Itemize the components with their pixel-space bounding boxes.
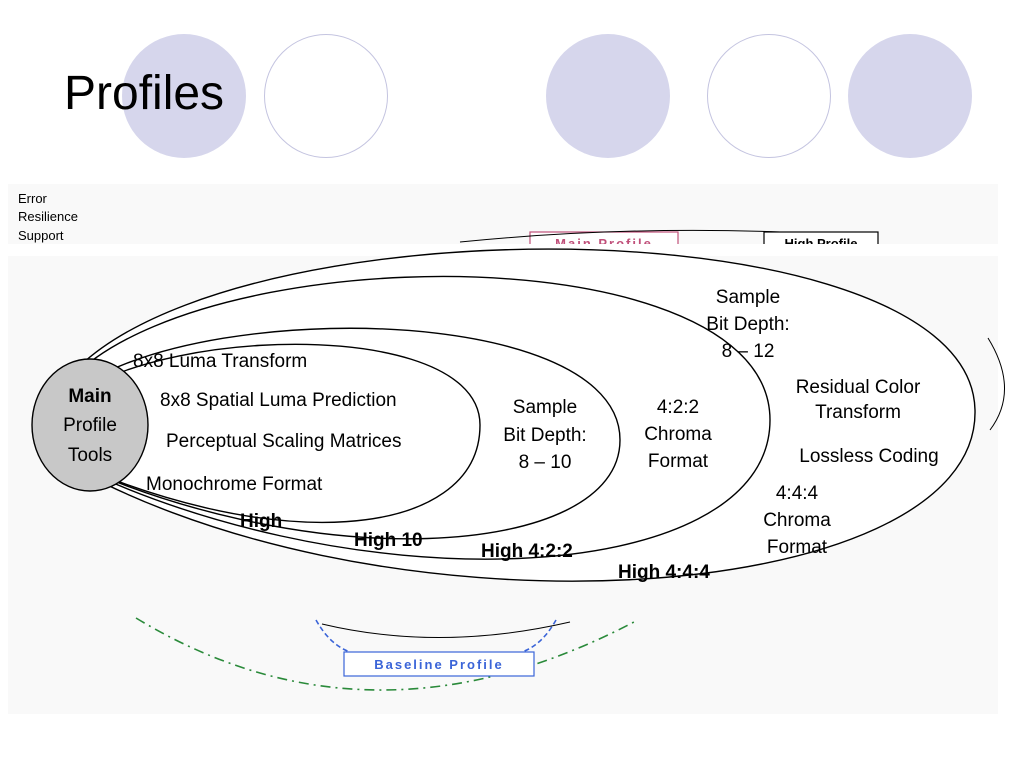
high10-profile-name: High 10 (354, 530, 423, 551)
high422-line-2: Chroma (644, 424, 712, 445)
outer-arc-top (459, 229, 781, 243)
high-feature-4: Monochrome Format (146, 474, 323, 495)
high444-chroma-line-2: Chroma (763, 510, 831, 531)
error-resilience-line-1: Error (18, 191, 48, 206)
high10-line-3: 8 – 10 (519, 452, 572, 473)
main-profile-tools-ellipse (31, 358, 149, 492)
high422-line-1: 4:2:2 (657, 397, 699, 418)
high444-lossless: Lossless Coding (799, 446, 938, 467)
baseline-arc-green (135, 617, 635, 691)
high-feature-1: 8x8 Luma Transform (133, 351, 307, 372)
deco-circle-5 (848, 34, 972, 158)
core-line-1: Main (68, 386, 111, 407)
high-feature-2: 8x8 Spatial Luma Prediction (160, 390, 397, 411)
slide-title: Profiles (64, 67, 225, 120)
deco-circle-3 (546, 34, 670, 158)
high444-residual-line-2: Transform (815, 402, 901, 423)
deco-circle-1 (122, 34, 246, 158)
error-resilience-label: Error Resilience Support (18, 191, 78, 243)
baseline-arc-black (321, 621, 571, 638)
high-feature-3: Perceptual Scaling Matrices (166, 431, 402, 452)
high444-bitdepth-line-2: Bit Depth: (706, 314, 789, 335)
high422-line-3: Format (648, 451, 709, 472)
baseline-profile-tag-box (343, 651, 535, 677)
error-resilience-line-3: Support (18, 228, 64, 243)
high444-bitdepth-line-3: 8 – 12 (722, 341, 775, 362)
error-resilience-line-2: Resilience (18, 209, 78, 224)
core-line-3: Tools (68, 445, 112, 466)
high422-profile-name: High 4:2:2 (481, 541, 573, 562)
high-profile-name: High (240, 511, 282, 532)
high444-residual-line-1: Residual Color (796, 377, 921, 398)
high10-line-1: Sample (513, 397, 577, 418)
baseline-arc-blue-right (521, 619, 557, 653)
baseline-arc-blue-left (315, 619, 351, 653)
outer-arc-right (987, 337, 1005, 431)
deco-circle-2 (264, 34, 388, 158)
baseline-profile-tag: Baseline Profile (374, 657, 504, 672)
high10-line-2: Bit Depth: (503, 425, 586, 446)
high444-chroma-line-1: 4:4:4 (776, 483, 819, 504)
high444-chroma-line-3: Format (767, 537, 828, 558)
high-boundary (39, 343, 481, 524)
high444-bitdepth-line-1: Sample (716, 287, 780, 308)
deco-circle-4 (707, 34, 831, 158)
high444-profile-name: High 4:4:4 (618, 562, 710, 583)
core-line-2: Profile (63, 415, 117, 436)
